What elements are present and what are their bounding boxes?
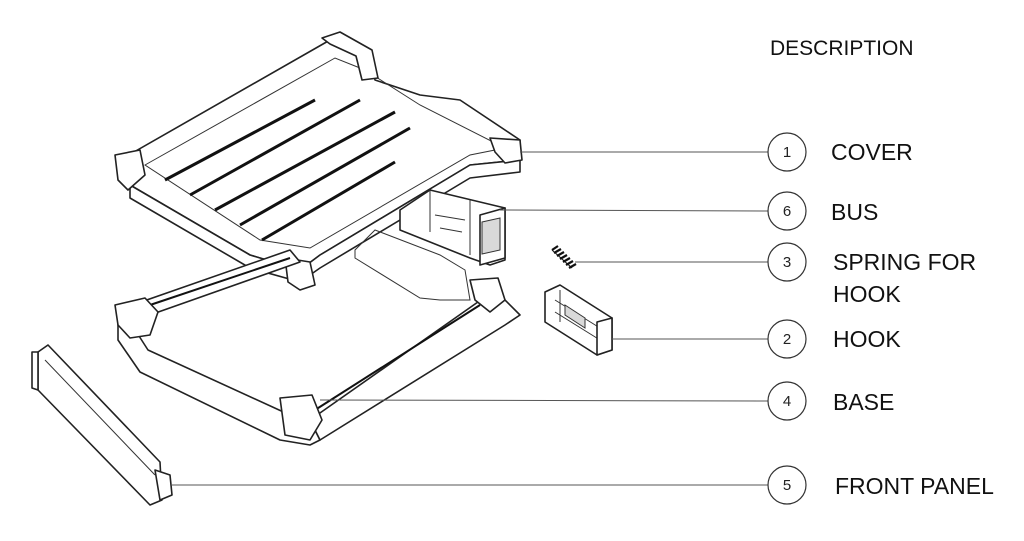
callout-5: 5 FRONT PANEL	[767, 465, 994, 505]
callout-number: 6	[783, 203, 791, 220]
callout-number: 1	[783, 144, 791, 161]
description-heading: DESCRIPTION	[770, 37, 914, 60]
callout-label: HOOK	[833, 326, 901, 352]
callout-label: FRONT PANEL	[835, 473, 994, 499]
spring-part	[551, 245, 577, 269]
callout-label: BUS	[831, 199, 878, 225]
callout-6: 6 BUS	[767, 191, 878, 231]
callout-3: 3 SPRING FOR HOOK	[767, 242, 976, 307]
callout-label: COVER	[831, 139, 913, 165]
callout-label: BASE	[833, 389, 894, 415]
callout-1: 1 COVER	[767, 132, 913, 172]
callout-label-line2: HOOK	[833, 281, 901, 307]
callout-4: 4 BASE	[767, 381, 894, 421]
leader-line-4	[319, 399, 769, 402]
leader-line-6	[499, 209, 769, 212]
hook-part	[544, 284, 613, 356]
callout-2: 2 HOOK	[767, 319, 901, 359]
front-panel-part	[31, 344, 173, 506]
cover-part	[114, 31, 523, 291]
callout-number: 4	[783, 393, 791, 410]
base-part	[114, 229, 521, 446]
callout-label: SPRING FOR	[833, 249, 976, 275]
callout-number: 5	[783, 477, 791, 494]
callout-number: 2	[783, 331, 791, 348]
bus-part	[399, 189, 506, 266]
callout-number: 3	[783, 254, 791, 271]
